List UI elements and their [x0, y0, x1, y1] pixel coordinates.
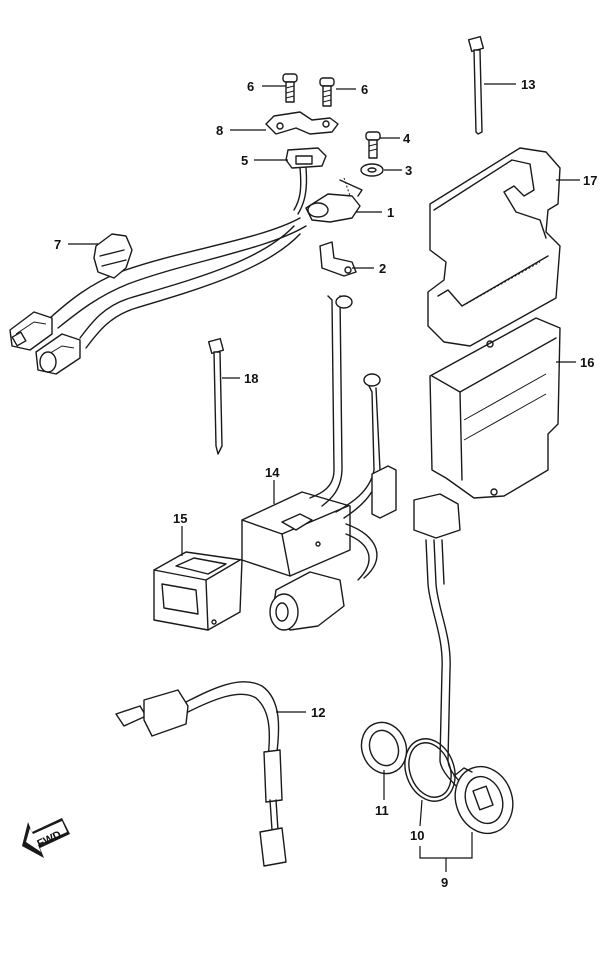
- callout-11: 11: [375, 803, 389, 818]
- callout-17: 17: [583, 173, 597, 188]
- cable-tie-part-18[interactable]: [207, 337, 225, 455]
- rubber-cover-part-17[interactable]: [427, 147, 561, 347]
- callout-6-left: 6: [247, 79, 254, 94]
- screw-part-6-right[interactable]: [319, 77, 335, 107]
- callout-8: 8: [216, 123, 223, 138]
- callout-14: 14: [265, 465, 280, 480]
- coupler-part-15[interactable]: [153, 551, 243, 631]
- callout-7: 7: [54, 237, 61, 252]
- connector-left-upper[interactable]: [9, 311, 53, 351]
- switch-part-5[interactable]: [285, 147, 327, 215]
- callout-10: 10: [410, 828, 424, 843]
- o-ring-part-10[interactable]: [397, 732, 464, 809]
- harness-part-12[interactable]: [115, 681, 287, 867]
- callout-1: 1: [387, 205, 394, 220]
- screw-part-6-left[interactable]: [282, 73, 298, 103]
- callout-18: 18: [244, 371, 258, 386]
- callout-2: 2: [379, 261, 386, 276]
- control-unit-part-16[interactable]: [429, 317, 561, 499]
- wire-harness-main[interactable]: [49, 217, 307, 349]
- callout-13: 13: [521, 77, 535, 92]
- callout-4: 4: [403, 131, 411, 146]
- cable-tie-part-13[interactable]: [467, 35, 485, 135]
- callout-6-right: 6: [361, 82, 368, 97]
- screw-part-4[interactable]: [365, 131, 381, 159]
- callout-3: 3: [405, 163, 412, 178]
- seal-part-11[interactable]: [354, 716, 413, 780]
- callout-9: 9: [441, 875, 448, 890]
- callout-15: 15: [173, 511, 187, 526]
- clamp-part-7[interactable]: [93, 233, 133, 279]
- bracket-part-8[interactable]: [265, 111, 339, 135]
- unit-part-14[interactable]: [241, 295, 397, 631]
- callout-16: 16: [580, 355, 594, 370]
- forward-direction-arrow: FWD: [22, 818, 70, 858]
- clip-part-2[interactable]: [319, 241, 357, 277]
- washer-part-3[interactable]: [360, 163, 384, 177]
- sensor-part-1[interactable]: [305, 177, 363, 223]
- callout-12: 12: [311, 705, 325, 720]
- connector-left-lower[interactable]: [35, 333, 81, 375]
- leader-lines: [68, 83, 580, 872]
- callout-labels: 1 2 3 4 5 6 6 7 8 9 10 11 12 13 14 15 16…: [54, 77, 597, 890]
- socket-harness[interactable]: [413, 493, 467, 793]
- socket-part-9[interactable]: [446, 758, 522, 841]
- callout-5: 5: [241, 153, 248, 168]
